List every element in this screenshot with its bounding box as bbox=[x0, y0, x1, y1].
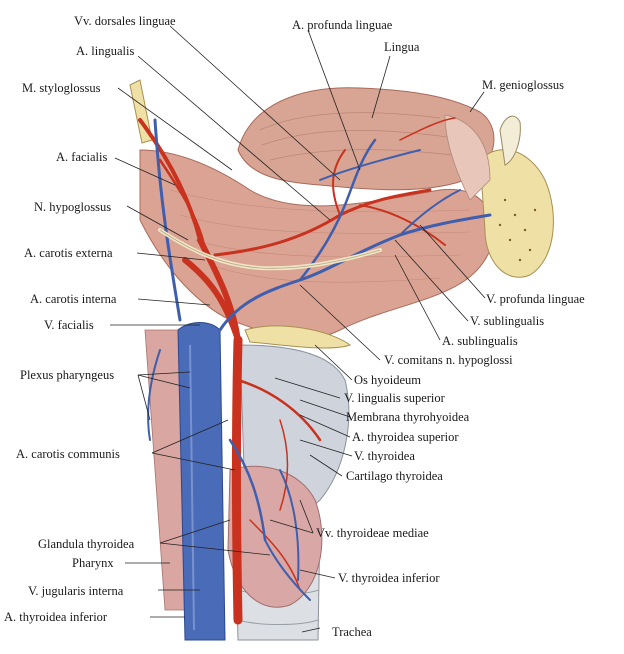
label-v-thyroidea-inferior: V. thyroidea inferior bbox=[338, 571, 440, 585]
label-membrana-thyrohyoidea: Membrana thyrohyoidea bbox=[346, 410, 470, 424]
label-v-lingualis-superior: V. lingualis superior bbox=[344, 391, 445, 405]
label-a-thyroidea-superior: A. thyroidea superior bbox=[352, 430, 459, 444]
label-m-genioglossus: M. genioglossus bbox=[482, 78, 564, 92]
label-a-carotis-interna: A. carotis interna bbox=[30, 292, 117, 306]
label-a-carotis-communis: A. carotis communis bbox=[16, 447, 120, 461]
label-v-profunda-linguae: V. profunda linguae bbox=[486, 292, 585, 306]
label-vv-dorsales-linguae: Vv. dorsales linguae bbox=[74, 14, 176, 28]
mandible bbox=[479, 149, 554, 278]
label-vv-thyroideae-mediae: Vv. thyroideae mediae bbox=[316, 526, 429, 540]
label-v-thyroidea: V. thyroidea bbox=[354, 449, 415, 463]
label-a-profunda-linguae: A. profunda linguae bbox=[292, 18, 393, 32]
internal-jugular-vein bbox=[177, 322, 226, 641]
label-a-carotis-externa: A. carotis externa bbox=[24, 246, 113, 260]
label-v-facialis: V. facialis bbox=[44, 318, 94, 332]
label-trachea: Trachea bbox=[332, 625, 372, 639]
tongue bbox=[237, 87, 495, 191]
label-a-lingualis: A. lingualis bbox=[76, 44, 135, 58]
label-a-sublingualis: A. sublingualis bbox=[442, 334, 518, 348]
label-pharynx: Pharynx bbox=[72, 556, 114, 570]
label-a-facialis: A. facialis bbox=[56, 150, 108, 164]
label-lingua: Lingua bbox=[384, 40, 420, 54]
leader-lines bbox=[110, 25, 486, 633]
label-v-comitans: V. comitans n. hypoglossi bbox=[384, 353, 513, 367]
label-glandula-thyroidea: Glandula thyroidea bbox=[38, 537, 135, 551]
label-os-hyoideum: Os hyoideum bbox=[354, 373, 422, 387]
label-plexus-pharyngeus: Plexus pharyngeus bbox=[20, 368, 115, 382]
label-cartilago-thyroidea: Cartilago thyroidea bbox=[346, 469, 443, 483]
label-n-hypoglossus: N. hypoglossus bbox=[34, 200, 112, 214]
label-v-sublingualis: V. sublingualis bbox=[470, 314, 545, 328]
label-a-thyroidea-inferior: A. thyroidea inferior bbox=[4, 610, 108, 624]
label-v-jugularis-interna: V. jugularis interna bbox=[28, 584, 124, 598]
incisor bbox=[499, 115, 521, 166]
label-m-styloglossus: M. styloglossus bbox=[22, 81, 101, 95]
hyoid-bone bbox=[244, 325, 352, 349]
